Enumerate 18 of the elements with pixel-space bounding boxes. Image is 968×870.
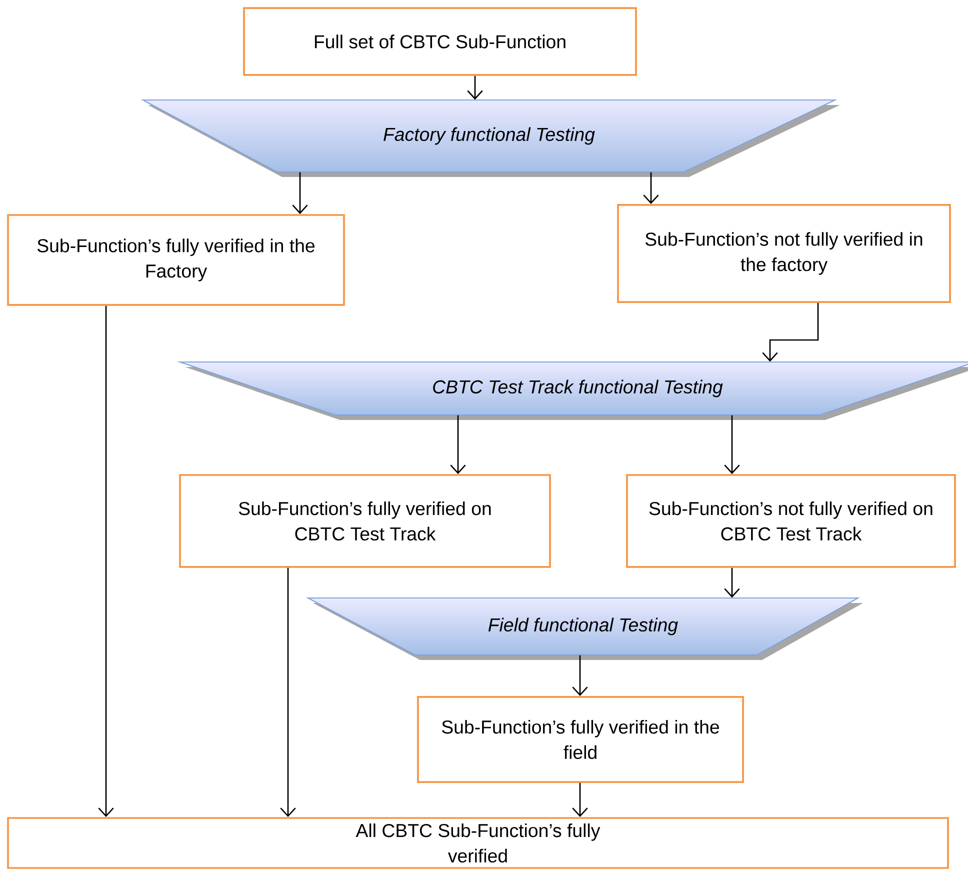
arrow <box>450 415 466 474</box>
process-box: Sub-Function’s not fully verified in the factory <box>617 204 951 303</box>
arrow <box>292 172 308 214</box>
process-box: Sub-Function’s fully verified on CBTC Test Track <box>179 474 551 568</box>
process-box: Full set of CBTC Sub-Function <box>243 7 637 76</box>
arrow <box>724 568 740 598</box>
arrow <box>762 302 819 362</box>
arrow <box>572 655 588 696</box>
arrow <box>280 568 296 818</box>
arrow <box>467 76 483 100</box>
arrow <box>724 415 740 474</box>
process-box: Sub-Function’s fully verified in the Factory <box>7 214 345 306</box>
process-box: All CBTC Sub-Function’s fully verified <box>7 817 949 869</box>
process-box: Sub-Function’s fully verified in the field <box>417 696 744 783</box>
arrow <box>98 306 114 818</box>
process-box: Sub-Function’s not fully verified on CBTC Test Track <box>626 474 956 568</box>
arrow <box>643 172 659 204</box>
arrow <box>572 782 588 818</box>
